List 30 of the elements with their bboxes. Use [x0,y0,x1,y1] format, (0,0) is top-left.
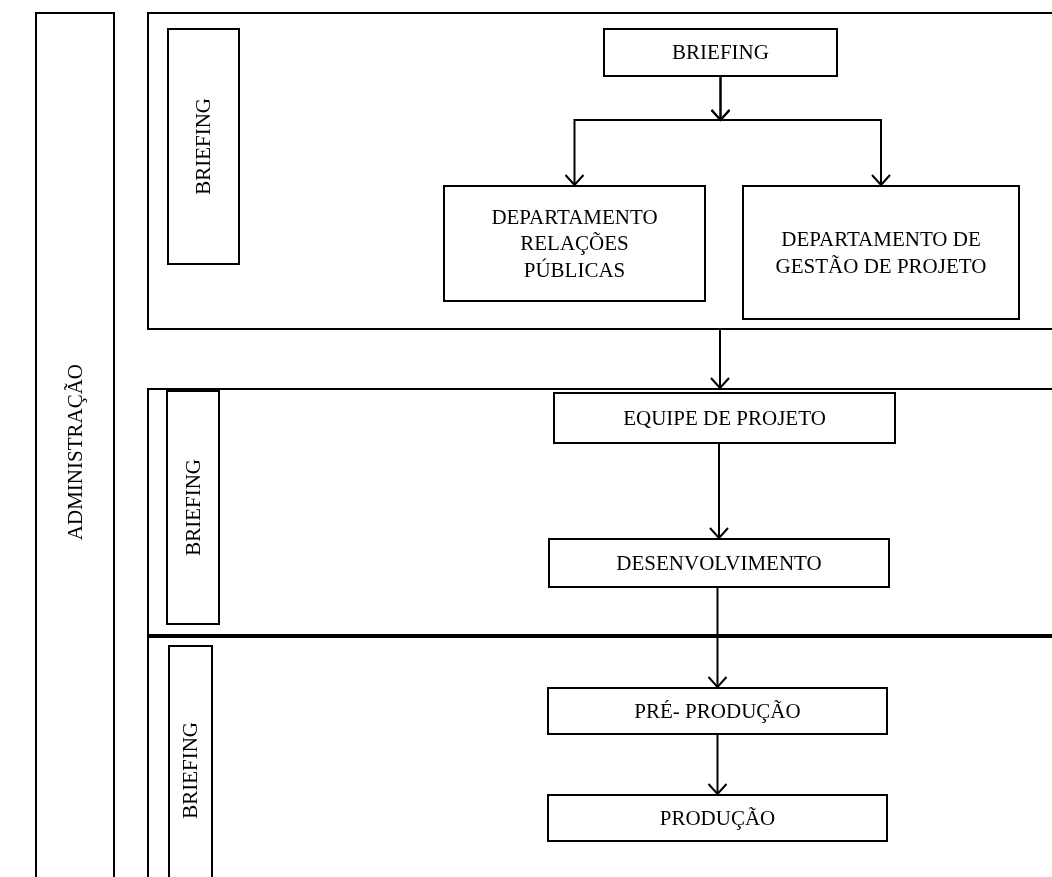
stage-label-box [166,390,220,625]
box-label: ADMINISTRAÇÃO [61,363,88,541]
arrow [710,329,730,389]
process-box [742,185,1020,320]
process-box [548,538,890,588]
box-label: DEPARTAMENTO DE GESTÃO DE PROJETO [774,226,988,279]
lane-label-box [35,12,115,877]
box-label: BRIEFING [671,39,770,66]
arrow [707,734,728,795]
stage-label-box [167,28,240,265]
process-box [553,392,896,444]
process-box [547,794,888,842]
arrow [710,76,891,186]
box-label: DEPARTAMENTO RELAÇÕES PÚBLICAS [490,204,659,283]
stage-panel [147,636,1052,877]
box-label: PRODUÇÃO [658,804,777,832]
box-label: DESENVOLVIMENTO [615,549,823,577]
process-box [443,185,706,302]
process-box [603,28,838,77]
stage-label-box [168,645,213,877]
box-label: BRIEFING [190,98,217,195]
box-label: BRIEFING [177,721,204,819]
box-label: PRÉ- PRODUÇÃO [633,697,802,725]
box-label: EQUIPE DE PROJETO [622,404,827,432]
stage-panel [147,12,1052,330]
arrow [707,587,728,688]
process-box [547,687,888,735]
stage-panel [147,388,1052,636]
box-label: BRIEFING [179,459,206,556]
arrow [709,443,729,539]
